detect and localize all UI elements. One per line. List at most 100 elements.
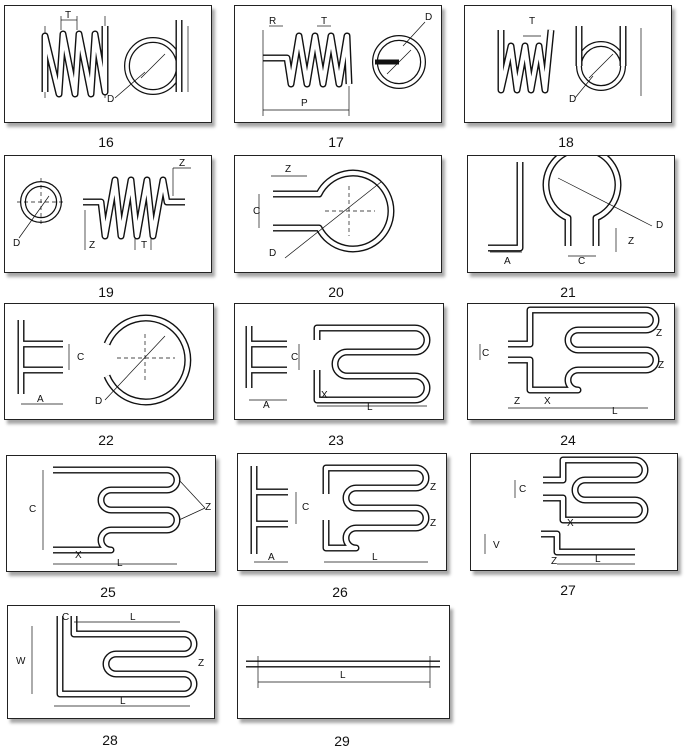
label-c: C bbox=[29, 504, 36, 515]
label-a: A bbox=[504, 256, 511, 267]
coil-with-leads-drawing bbox=[262, 25, 353, 116]
figure-20-number: 20 bbox=[328, 284, 344, 300]
mounting-bracket-drawing bbox=[17, 320, 70, 405]
label-l: L bbox=[372, 552, 378, 563]
figure-24-number: 24 bbox=[560, 432, 576, 448]
figure-25-panel: C Z X L bbox=[6, 455, 216, 572]
label-l: L bbox=[367, 402, 373, 413]
figure-16-number: 16 bbox=[98, 134, 114, 150]
straight-rod-drawing bbox=[246, 656, 440, 688]
ring-end-view-drawing bbox=[114, 20, 189, 99]
label-t: T bbox=[65, 10, 71, 21]
label-d: D bbox=[656, 220, 663, 231]
serpentine-element-drawing bbox=[514, 456, 649, 524]
label-x: X bbox=[75, 550, 82, 561]
label-x: X bbox=[567, 518, 574, 529]
figure-21-panel: D Z A C bbox=[467, 155, 675, 273]
double-coil-drawing bbox=[497, 29, 555, 94]
label-d: D bbox=[269, 248, 276, 259]
l-shaped-rod-drawing bbox=[488, 162, 524, 253]
label-c: C bbox=[519, 484, 526, 495]
label-z: Z bbox=[658, 360, 664, 371]
label-x: X bbox=[544, 396, 551, 407]
label-c: C bbox=[253, 206, 260, 217]
label-a: A bbox=[37, 394, 44, 405]
label-w: W bbox=[16, 656, 26, 667]
figure-28-panel: C L W Z L bbox=[7, 605, 215, 719]
label-z: Z bbox=[551, 556, 557, 567]
serpentine-element-drawing bbox=[42, 466, 206, 565]
figure-22-number: 22 bbox=[98, 432, 114, 448]
figure-19-number: 19 bbox=[98, 284, 114, 300]
figure-23-panel: C A X L bbox=[234, 303, 444, 420]
figure-26-number: 26 bbox=[332, 584, 348, 600]
figure-16-panel: T D bbox=[4, 5, 212, 123]
coil-with-side-leads-drawing bbox=[83, 167, 191, 250]
figure-28-number: 28 bbox=[102, 732, 118, 748]
l-shaped-rod-drawing bbox=[484, 530, 635, 565]
serpentine-element-drawing bbox=[298, 324, 431, 407]
figure-19-panel: Z D Z T bbox=[4, 155, 212, 273]
tall-serpentine-element-drawing bbox=[31, 616, 198, 707]
label-d: D bbox=[425, 12, 432, 23]
label-l: L bbox=[117, 558, 123, 569]
ring-end-view-drawing bbox=[574, 26, 642, 99]
figure-21-number: 21 bbox=[560, 284, 576, 300]
mounting-bracket-drawing bbox=[250, 466, 288, 563]
label-z: Z bbox=[656, 328, 662, 339]
label-l: L bbox=[612, 406, 618, 417]
figure-22-panel: C A D bbox=[4, 303, 214, 420]
label-c: C bbox=[77, 352, 84, 363]
figure-25-number: 25 bbox=[100, 584, 116, 600]
label-d: D bbox=[13, 238, 20, 249]
figure-29-number: 29 bbox=[334, 733, 350, 749]
label-z: Z bbox=[628, 236, 634, 247]
ring-loop-element-drawing bbox=[258, 169, 395, 259]
label-t: T bbox=[321, 16, 327, 27]
figure-24-panel: C Z Z Z X L bbox=[467, 303, 675, 420]
label-v: V bbox=[493, 540, 500, 551]
figure-18-panel: T D bbox=[464, 5, 672, 123]
coil-spring-drawing bbox=[41, 16, 109, 98]
label-z: Z bbox=[285, 164, 291, 175]
label-d: D bbox=[95, 396, 102, 407]
label-l: L bbox=[340, 670, 346, 681]
figure-18-number: 18 bbox=[558, 134, 574, 150]
ring-end-view-drawing bbox=[17, 178, 65, 239]
label-l: L bbox=[120, 696, 126, 707]
label-z: Z bbox=[430, 518, 436, 529]
label-c: C bbox=[62, 612, 69, 623]
label-d: D bbox=[107, 94, 114, 105]
label-z: Z bbox=[89, 240, 95, 251]
label-x: X bbox=[321, 390, 328, 401]
ring-end-view-drawing bbox=[372, 21, 426, 89]
serpentine-element-drawing bbox=[479, 306, 660, 409]
label-c: C bbox=[302, 502, 309, 513]
open-ring-element-drawing bbox=[103, 314, 192, 406]
label-t: T bbox=[529, 16, 535, 27]
figure-17-panel: R T P D bbox=[234, 5, 442, 123]
label-z: Z bbox=[430, 482, 436, 493]
ring-loop-element-drawing bbox=[542, 156, 653, 257]
label-c: C bbox=[578, 256, 585, 267]
label-l: L bbox=[130, 612, 136, 623]
label-c: C bbox=[482, 348, 489, 359]
label-a: A bbox=[263, 400, 270, 411]
figure-27-panel: C X V Z L bbox=[470, 453, 678, 571]
label-z: Z bbox=[514, 396, 520, 407]
label-a: A bbox=[268, 552, 275, 563]
label-c: C bbox=[291, 352, 298, 363]
label-r: R bbox=[269, 16, 276, 27]
label-d: D bbox=[569, 94, 576, 105]
figure-29-panel: L bbox=[237, 605, 450, 719]
label-l: L bbox=[595, 554, 601, 565]
figure-20-panel: Z C D bbox=[234, 155, 442, 273]
mounting-bracket-drawing bbox=[245, 326, 287, 401]
label-z: Z bbox=[179, 158, 185, 169]
figure-26-panel: C Z Z A L bbox=[237, 453, 447, 571]
label-z: Z bbox=[198, 658, 204, 669]
label-p: P bbox=[301, 98, 308, 109]
serpentine-element-drawing bbox=[295, 464, 430, 563]
figure-23-number: 23 bbox=[328, 432, 344, 448]
label-z: Z bbox=[205, 502, 211, 513]
